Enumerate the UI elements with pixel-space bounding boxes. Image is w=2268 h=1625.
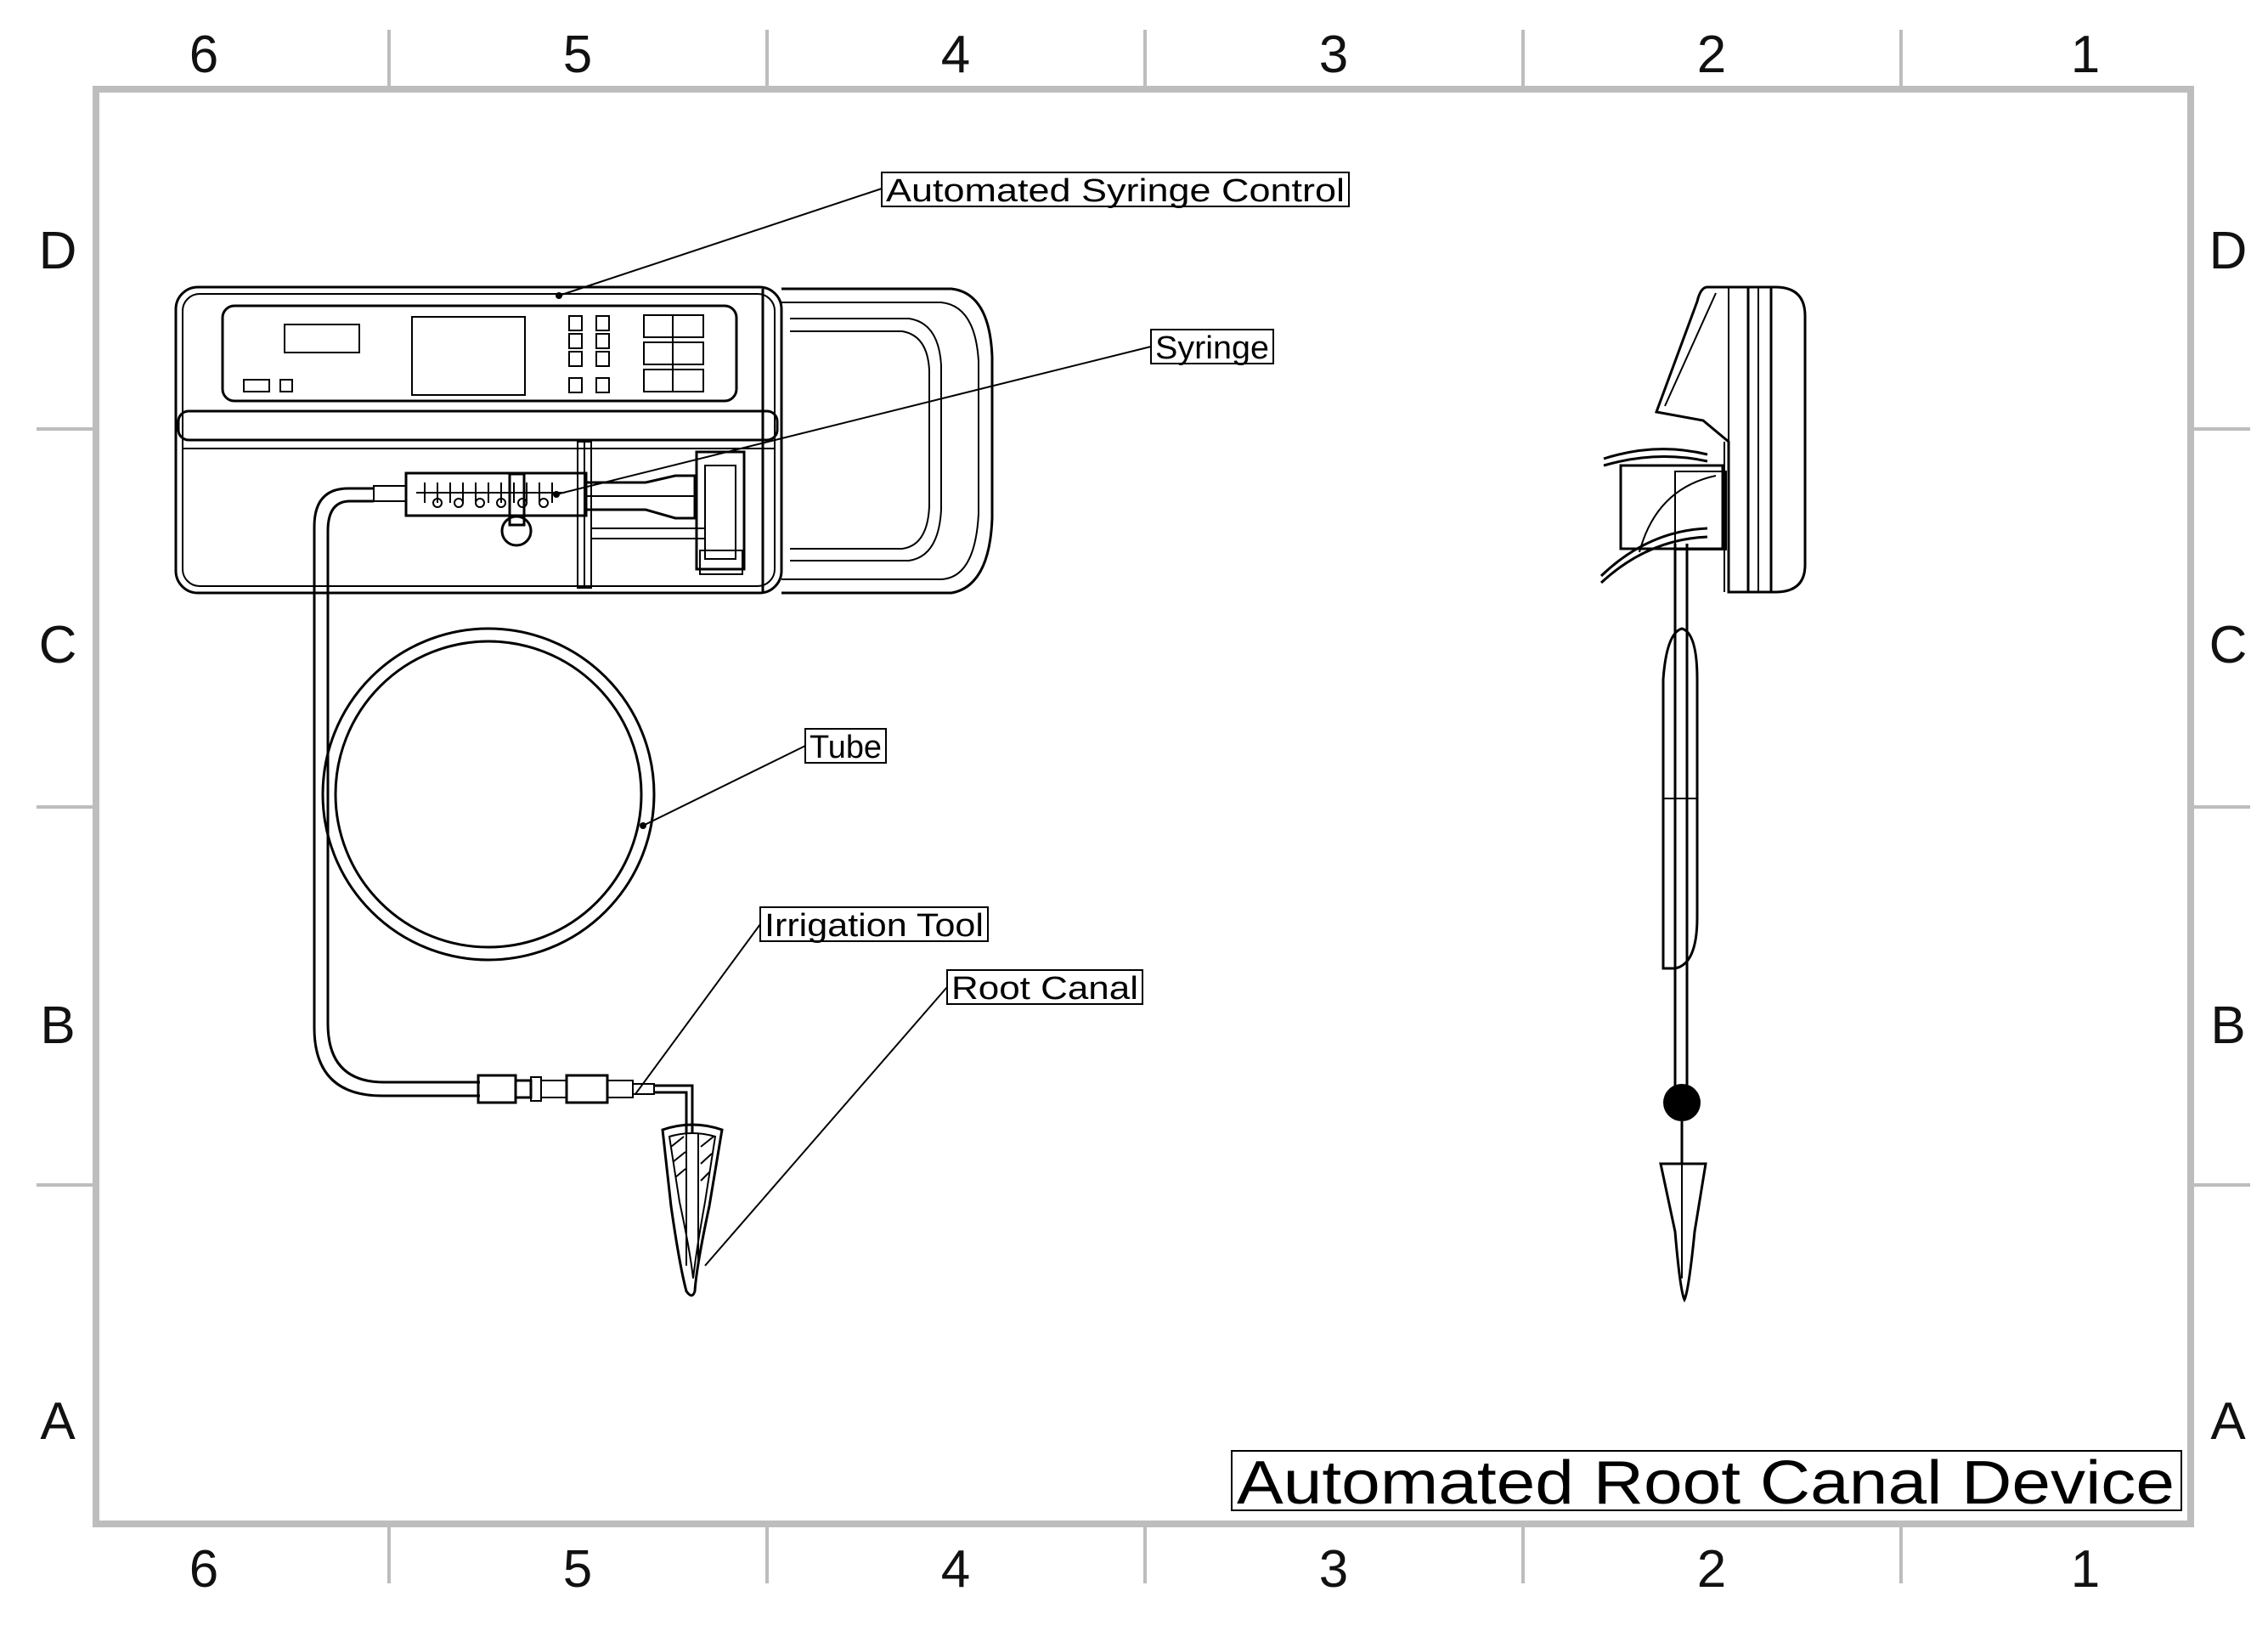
drawing-title: Automated Root Canal Device bbox=[1237, 1449, 2175, 1517]
title-block: Automated Root Canal Device bbox=[1231, 1449, 2182, 1517]
zone-row-label: C bbox=[2209, 616, 2248, 674]
side-tube bbox=[1662, 544, 1699, 1100]
zone-row-label: A bbox=[2210, 1392, 2246, 1451]
svg-text:Root Canal: Root Canal bbox=[951, 971, 1138, 1007]
callout-syringe-control: Automated Syringe Control bbox=[881, 172, 1350, 209]
zone-col-label: 2 bbox=[1697, 25, 1726, 84]
syringe bbox=[373, 450, 746, 575]
irrigation-tool bbox=[477, 1074, 694, 1134]
zone-row-label: B bbox=[2210, 996, 2245, 1055]
zone-row-label: B bbox=[40, 996, 75, 1055]
zone-col-label: 5 bbox=[563, 25, 592, 84]
zone-row-label: C bbox=[39, 616, 77, 674]
zone-row-label: D bbox=[2209, 222, 2248, 280]
front-view bbox=[174, 285, 994, 1297]
svg-text:Irrigation Tool: Irrigation Tool bbox=[764, 908, 984, 944]
side-view bbox=[1599, 285, 1807, 1303]
side-root-canal bbox=[1659, 1162, 1707, 1303]
callout-root-canal: Root Canal bbox=[946, 969, 1143, 1007]
side-irrigation-tool bbox=[1663, 1084, 1701, 1164]
side-housing bbox=[1654, 285, 1807, 594]
svg-text:Tube: Tube bbox=[810, 730, 882, 765]
zone-col-label: 3 bbox=[1319, 25, 1348, 84]
zone-col-label: 1 bbox=[2071, 1540, 2100, 1599]
tube bbox=[313, 487, 656, 1097]
top-zone-ticks bbox=[387, 30, 1903, 89]
left-zone-ticks bbox=[37, 427, 96, 1187]
right-zone-ticks bbox=[2191, 427, 2250, 1187]
side-syringe-clamp bbox=[1599, 448, 1727, 584]
drawing-border bbox=[93, 86, 2194, 1527]
bottom-zone-ticks bbox=[387, 1524, 1903, 1583]
zone-col-label: 4 bbox=[941, 25, 970, 84]
zone-col-label: 6 bbox=[189, 25, 218, 84]
zone-row-label: A bbox=[40, 1392, 76, 1451]
zone-col-label: 1 bbox=[2071, 25, 2100, 84]
zone-row-label: D bbox=[39, 222, 77, 280]
svg-text:Syringe: Syringe bbox=[1155, 330, 1269, 366]
callout-tube: Tube bbox=[804, 728, 887, 765]
syringe-pump-housing bbox=[174, 285, 994, 595]
callout-irrigation-tool: Irrigation Tool bbox=[759, 906, 989, 944]
zone-col-label: 2 bbox=[1697, 1540, 1726, 1599]
svg-text:Automated Syringe Control: Automated Syringe Control bbox=[886, 173, 1345, 209]
zone-col-label: 4 bbox=[941, 1540, 970, 1599]
callout-leaders bbox=[553, 188, 1152, 1267]
zone-col-label: 6 bbox=[189, 1540, 218, 1599]
zone-col-label: 5 bbox=[563, 1540, 592, 1599]
zone-col-label: 3 bbox=[1319, 1540, 1348, 1599]
callout-syringe: Syringe bbox=[1150, 329, 1274, 366]
root-canal bbox=[661, 1123, 724, 1297]
